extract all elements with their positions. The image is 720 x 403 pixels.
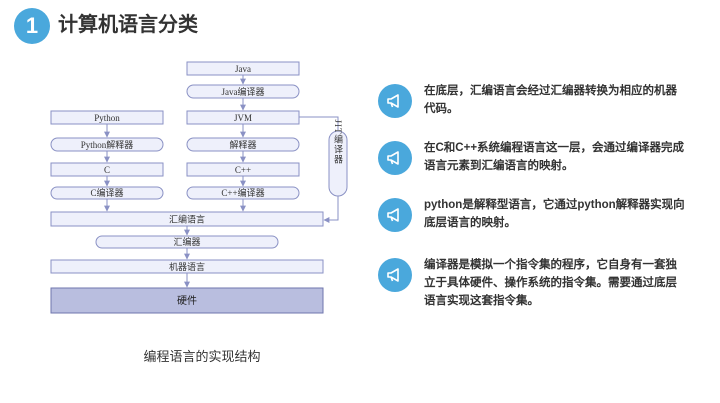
cpp-box	[186, 162, 300, 177]
interpreter-label: 解释器	[229, 139, 256, 150]
megaphone-icon	[378, 141, 412, 175]
interpreter-box	[186, 137, 300, 152]
hardware-label: 硬件	[177, 295, 197, 307]
diagram-caption: 编程语言的实现结构	[143, 349, 261, 364]
note-text: python是解释型语言，它通过python解释器实现向底层语言的映射。	[424, 199, 685, 229]
python-label: Python	[94, 113, 120, 123]
c-compiler-box	[50, 186, 164, 200]
c-compiler-label: C编译器	[90, 187, 123, 198]
machine-language-box	[50, 259, 324, 274]
python-interpreter-label: Python解释器	[81, 139, 134, 150]
jvm-label: JVM	[234, 113, 252, 123]
page-title: 计算机语言分类	[58, 14, 198, 36]
python-box	[50, 110, 164, 125]
machine-language-label: 机器语言	[169, 261, 205, 272]
java-box	[186, 61, 300, 76]
java-compiler-box	[186, 84, 300, 99]
assembler-box	[95, 235, 279, 249]
note-text: 编译器是模拟一个指令集的程序，它自身有一套独立于具体硬件、操作系统的指令集。需要…	[424, 259, 677, 307]
jit-compiler-label: JIT编译器	[333, 120, 343, 165]
arrow-jit-assembly	[323, 196, 339, 223]
java-label: Java	[235, 64, 251, 74]
note-text: 在C和C++系统编程语言这一层，会通过编译器完成语言元素到汇编语言的映射。	[424, 142, 685, 172]
jvm-box	[186, 110, 300, 125]
assembly-language-box	[50, 211, 324, 227]
jit-compiler-box	[328, 130, 348, 197]
hardware-box	[50, 287, 324, 314]
c-box	[50, 162, 164, 177]
megaphone-icon	[378, 198, 412, 232]
cpp-compiler-label: C++编译器	[221, 187, 264, 198]
c-label: C	[104, 165, 110, 175]
cpp-label: C++	[235, 165, 251, 175]
cpp-compiler-box	[186, 186, 300, 200]
megaphone-icon	[378, 84, 412, 118]
assembler-label: 汇编器	[173, 236, 200, 247]
assembly-language-label: 汇编语言	[169, 214, 205, 225]
java-compiler-label: Java编译器	[222, 86, 265, 97]
section-number-badge: 1	[14, 8, 50, 44]
python-interpreter-box	[50, 137, 164, 152]
note-text: 在底层，汇编语言会经过汇编器转换为相应的机器代码。	[424, 85, 677, 115]
arrow-jvm-jit	[299, 116, 339, 130]
megaphone-icon	[378, 258, 412, 292]
